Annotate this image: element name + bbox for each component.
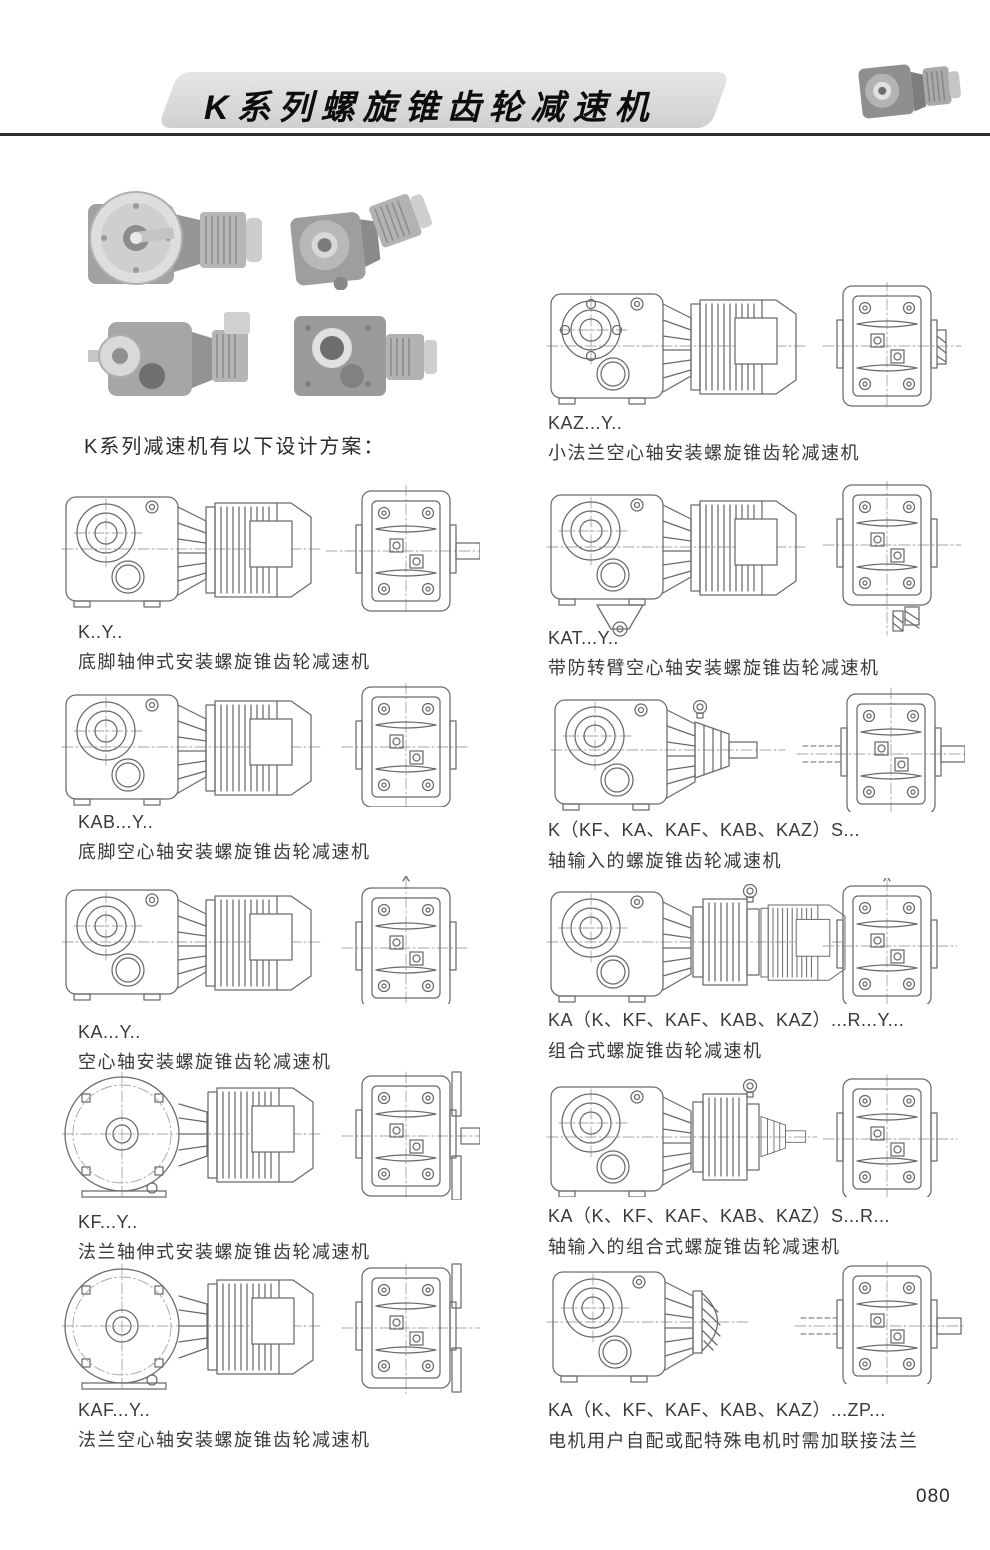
model-entry-k-y: K..Y.. 底脚轴伸式安装螺旋锥齿轮减速机 bbox=[78, 622, 518, 674]
side-view-drawing bbox=[61, 496, 323, 608]
model-code: K..Y.. bbox=[78, 622, 123, 642]
end-view-drawing bbox=[341, 1071, 480, 1200]
model-desc: 轴输入的组合式螺旋锥齿轮减速机 bbox=[548, 1237, 841, 1257]
side-view-drawing bbox=[546, 1271, 752, 1383]
side-view-drawing bbox=[61, 1263, 323, 1390]
side-view-drawing bbox=[550, 699, 786, 811]
model-entry-kf-y: KF...Y.. 法兰轴伸式安装螺旋锥齿轮减速机 bbox=[78, 1212, 518, 1264]
model-entry-k-s: K（KF、KA、KAF、KAB、KAZ）S... 轴输入的螺旋锥齿轮减速机 bbox=[548, 816, 988, 873]
end-view-drawing bbox=[822, 878, 958, 1004]
product-photo-2 bbox=[290, 193, 432, 290]
torque-arm-drawing bbox=[596, 604, 644, 637]
page-title: K系列螺旋锥齿轮减速机 bbox=[204, 89, 657, 127]
page-number: 080 bbox=[916, 1486, 951, 1507]
side-view-drawing bbox=[546, 1078, 818, 1197]
model-entry-kaf-y: KAF...Y.. 法兰空心轴安装螺旋锥齿轮减速机 bbox=[78, 1400, 518, 1452]
model-entry-kab-y: KAB...Y.. 底脚空心轴安装螺旋锥齿轮减速机 bbox=[78, 812, 518, 864]
model-entry-ka-s-r: KA（K、KF、KAF、KAB、KAZ）S...R... 轴输入的组合式螺旋锥齿… bbox=[548, 1202, 988, 1259]
model-entry-ka-y: KA...Y.. 空心轴安装螺旋锥齿轮减速机 bbox=[78, 1022, 518, 1074]
end-view-drawing bbox=[341, 1263, 480, 1394]
end-view-drawing bbox=[822, 282, 962, 408]
side-view-drawing bbox=[61, 1071, 323, 1198]
line-drawing-kat-y bbox=[546, 481, 962, 637]
line-drawing-kab-y bbox=[61, 683, 469, 807]
model-code: KF...Y.. bbox=[78, 1212, 138, 1232]
line-drawing-kaf-y bbox=[61, 1263, 480, 1394]
side-view-drawing bbox=[546, 293, 808, 405]
product-photo-3 bbox=[88, 312, 250, 396]
line-drawing-kaz-y bbox=[546, 282, 962, 408]
model-desc: 底脚空心轴安装螺旋锥齿轮减速机 bbox=[78, 842, 371, 862]
end-view-drawing bbox=[341, 683, 469, 807]
model-desc: 空心轴安装螺旋锥齿轮减速机 bbox=[78, 1052, 332, 1072]
end-view-drawing bbox=[796, 687, 965, 812]
model-code: KA（K、KF、KAF、KAB、KAZ）S...R... bbox=[548, 1206, 891, 1226]
line-drawing-ka-y bbox=[61, 876, 469, 1004]
end-view-drawing bbox=[325, 484, 480, 613]
model-desc: 轴输入的螺旋锥齿轮减速机 bbox=[548, 851, 782, 871]
model-code: KA...Y.. bbox=[78, 1022, 141, 1042]
line-drawing-ka-r-y bbox=[546, 878, 958, 1004]
model-desc: 小法兰空心轴安装螺旋锥齿轮减速机 bbox=[548, 443, 860, 463]
end-view-drawing bbox=[822, 481, 962, 636]
header-divider bbox=[0, 133, 990, 136]
model-entry-ka-zp: KA（K、KF、KAF、KAB、KAZ）...ZP... 电机用户自配或配特殊电… bbox=[548, 1396, 988, 1453]
model-entry-kat-y: KAT...Y.. 带防转臂空心轴安装螺旋锥齿轮减速机 bbox=[548, 628, 988, 680]
line-drawing-k-y bbox=[61, 484, 480, 613]
end-view-drawing bbox=[341, 876, 469, 1004]
model-code: KAF...Y.. bbox=[78, 1400, 151, 1420]
side-view-drawing bbox=[546, 494, 808, 637]
model-code: K（KF、KA、KAF、KAB、KAZ）S... bbox=[548, 820, 861, 840]
intro-text: K系列减速机有以下设计方案： bbox=[84, 436, 386, 458]
model-desc: 法兰轴伸式安装螺旋锥齿轮减速机 bbox=[78, 1242, 371, 1262]
model-entry-kaz-y: KAZ...Y.. 小法兰空心轴安装螺旋锥齿轮减速机 bbox=[548, 413, 988, 465]
model-code: KA（K、KF、KAF、KAB、KAZ）...ZP... bbox=[548, 1400, 886, 1420]
model-code: KAB...Y.. bbox=[78, 812, 154, 832]
end-view-drawing bbox=[822, 1074, 958, 1197]
line-drawing-k-s bbox=[550, 687, 965, 812]
product-photo-1 bbox=[88, 191, 262, 285]
model-desc: 带防转臂空心轴安装螺旋锥齿轮减速机 bbox=[548, 658, 880, 678]
end-view-drawing bbox=[794, 1261, 965, 1384]
model-code: KAZ...Y.. bbox=[548, 413, 623, 433]
line-drawing-kf-y bbox=[61, 1071, 480, 1200]
header-product-photo bbox=[858, 64, 961, 119]
side-view-drawing bbox=[546, 883, 846, 1003]
model-entry-ka-r-y: KA（K、KF、KAF、KAB、KAZ）...R...Y... 组合式螺旋锥齿轮… bbox=[548, 1006, 988, 1063]
side-view-drawing bbox=[61, 694, 323, 806]
line-drawing-ka-s-r bbox=[546, 1074, 958, 1197]
model-desc: 法兰空心轴安装螺旋锥齿轮减速机 bbox=[78, 1430, 371, 1450]
model-desc: 电机用户自配或配特殊电机时需加联接法兰 bbox=[548, 1431, 919, 1451]
product-photo-4 bbox=[294, 316, 437, 396]
side-view-drawing bbox=[61, 889, 323, 1001]
model-code: KAT...Y.. bbox=[548, 628, 619, 648]
model-code: KA（K、KF、KAF、KAB、KAZ）...R...Y... bbox=[548, 1010, 905, 1030]
model-desc: 组合式螺旋锥齿轮减速机 bbox=[548, 1041, 763, 1061]
model-desc: 底脚轴伸式安装螺旋锥齿轮减速机 bbox=[78, 652, 371, 672]
line-drawing-ka-zp bbox=[546, 1261, 965, 1384]
